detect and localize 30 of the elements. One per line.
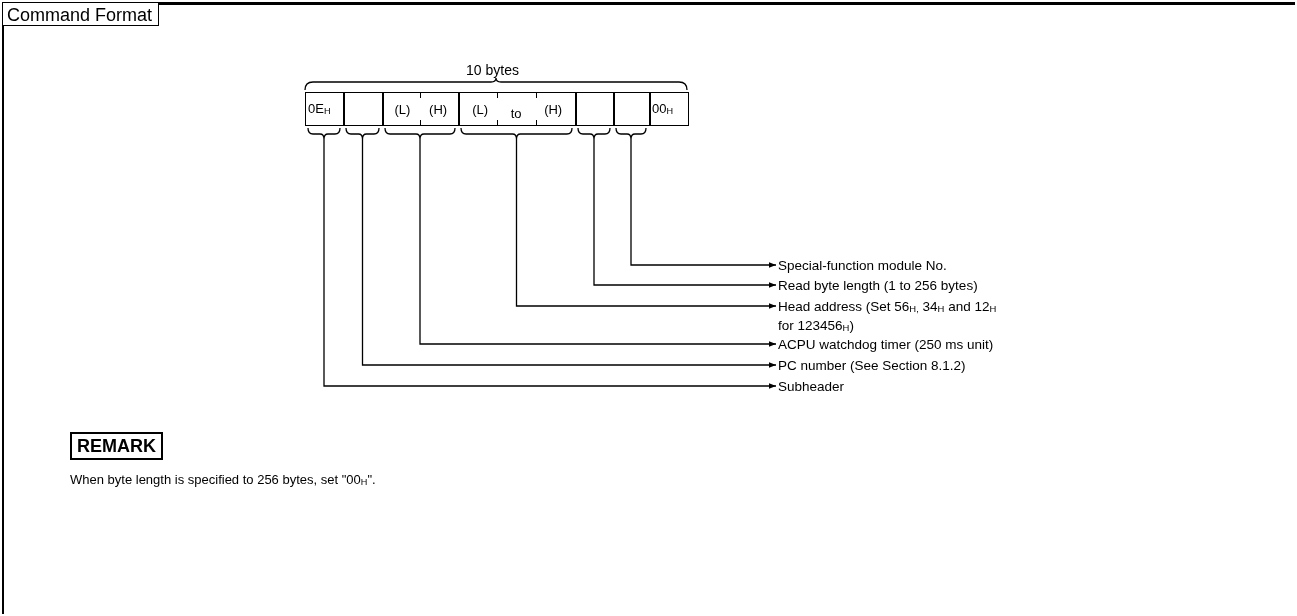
leader-line	[577, 127, 777, 288]
byte-value: 00$_{H}$	[652, 101, 674, 117]
frame-field	[649, 92, 689, 126]
byte-value: to	[510, 106, 522, 121]
panel-title: Command Format	[2, 2, 160, 26]
remark-heading: REMARK	[70, 432, 163, 460]
dimension-label: 10 bytes	[466, 62, 519, 78]
empty-field	[575, 92, 615, 126]
description-text: Subheader	[778, 378, 1008, 395]
byte-value: (L)	[472, 101, 489, 117]
leader-line	[345, 127, 777, 368]
byte-value: (L)	[394, 101, 411, 117]
leader-line	[384, 127, 777, 347]
frame-field	[458, 92, 577, 126]
empty-field	[343, 92, 384, 126]
byte-value: (H)	[429, 101, 448, 117]
description-text: Special-function module No.	[778, 257, 1008, 274]
byte-value: (H)	[544, 101, 563, 117]
description-text: Read byte length (1 to 256 bytes)	[778, 277, 1008, 294]
leader-line	[615, 127, 777, 268]
frame-field	[382, 92, 460, 126]
frame-field	[305, 92, 345, 126]
remark-text: When byte length is specified to 256 bytes, set "00$_{H}$".	[70, 472, 376, 488]
description-text: PC number (See Section 8.1.2)	[778, 357, 1008, 374]
leader-line	[307, 127, 777, 389]
empty-field	[613, 92, 651, 126]
byte-value: 0E$_{H}$	[308, 101, 331, 117]
description-text: Head address (Set 56$_{H,}$ 34$_{H}$ and 12$_{H}$ for 123456$_{H}$)	[778, 298, 1008, 337]
leader-line	[460, 127, 777, 309]
description-text: ACPU watchdog timer (250 ms unit)	[778, 336, 1008, 353]
